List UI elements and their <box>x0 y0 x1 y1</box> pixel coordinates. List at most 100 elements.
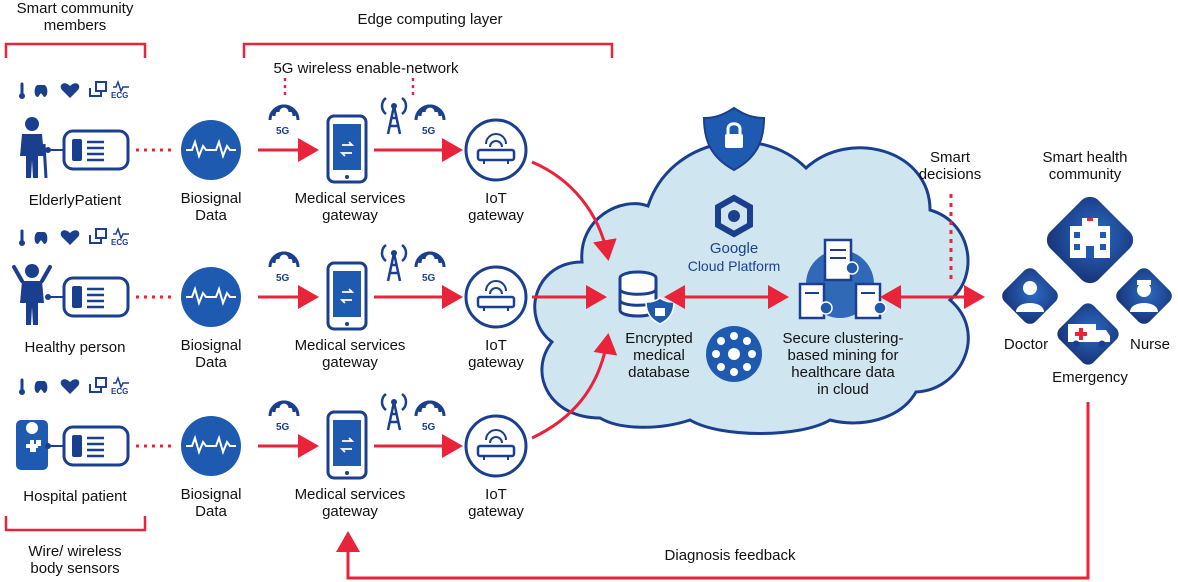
sensor-icons-row-1: ECG <box>19 79 129 100</box>
ecg-icon: ECG <box>111 387 128 396</box>
biosignal-icon-row-2 <box>181 267 241 327</box>
five-g-label: 5G <box>276 422 290 433</box>
iot-label-row-2-line2: gateway <box>468 354 524 371</box>
cell-tower-icon <box>380 97 408 135</box>
hospital-patient-icon <box>16 420 64 470</box>
medical-gateway-phone-icon <box>326 410 368 480</box>
biosignal-label-row-1-line1: Biosignal <box>180 190 242 207</box>
five-g-label: 5G <box>276 126 290 137</box>
patient-label-row-3-line1: Hospital patient <box>23 488 127 505</box>
cloud-platform-label: Cloud Platform <box>687 258 781 274</box>
biosignal-icon-row-1 <box>181 120 241 180</box>
patient-label-row-1-line1: ElderlyPatient <box>28 192 122 209</box>
five-g-label: 5G <box>422 273 436 284</box>
iot-label-row-2-line1: IoT <box>485 337 507 354</box>
iot-label-row-1-line1: IoT <box>485 190 507 207</box>
sensors-bracket-bottom <box>4 516 147 532</box>
5g-signal-icon: 5G <box>268 251 300 284</box>
nurse-label: Nurse <box>1129 336 1170 353</box>
medical-gateway-phone-icon <box>326 114 368 184</box>
patient-label-row-3: Hospital patient <box>0 488 150 505</box>
encrypted-line2: medical <box>633 347 685 364</box>
smart-community-line2: members <box>43 17 107 34</box>
sensors-line1: Wire/ wireless <box>28 543 122 560</box>
cell-tower-icon <box>380 244 408 282</box>
iot-router-icon <box>464 265 528 329</box>
5g-signal-icon: 5G <box>414 400 446 433</box>
mining-line3: healthcare data <box>791 364 895 381</box>
patient-label-row-2: Healthy person <box>0 339 150 356</box>
iot-label-row-3-line2: gateway <box>468 503 524 520</box>
sensor-card-row-2 <box>62 276 130 318</box>
sensors-line2: body sensors <box>30 560 120 577</box>
smart-decisions-line2: decisions <box>918 166 982 183</box>
smart-decisions-line1: Smart <box>929 149 970 166</box>
biosignal-label-row-2-line2: Data <box>195 354 227 371</box>
smart-health-line2: community <box>1048 166 1122 183</box>
cluster-network-icon <box>706 326 762 382</box>
medical-gateway-phone-icon <box>326 261 368 331</box>
iot-label-row-3-line1: IoT <box>485 486 507 503</box>
members-bracket-top <box>4 42 147 58</box>
gateway-label-row-3-line2: gateway <box>322 503 378 520</box>
patient-label-row-1: ElderlyPatient <box>0 192 150 209</box>
hospital-tile-icon <box>1046 196 1134 284</box>
iot-router-icon <box>464 118 528 182</box>
smart-community-line1: Smart community <box>16 0 134 17</box>
smart-health-line1: Smart health <box>1042 149 1128 166</box>
biosignal-label-row-1-line2: Data <box>195 207 227 224</box>
google-cloud-logo-icon <box>715 194 753 238</box>
sensor-icons-row-3: ECG <box>19 375 129 396</box>
encrypted-db-label: Encrypted medical database <box>604 330 714 381</box>
mining-line1: Secure clustering- <box>782 330 904 347</box>
diagnosis-feedback-arrow <box>336 402 1090 580</box>
smart-decisions-label: Smart decisions <box>910 149 990 183</box>
gateway-label-row-2-line1: Medical services <box>294 337 406 354</box>
secure-mining-label: Secure clustering- based mining for heal… <box>768 330 918 398</box>
wire-wireless-sensors-label: Wire/ wireless body sensors <box>0 543 150 577</box>
cell-tower-icon <box>380 393 408 431</box>
ecg-icon: ECG <box>111 238 128 247</box>
biosignal-icon-row-3 <box>181 416 241 476</box>
5g-signal-icon: 5G <box>268 104 300 137</box>
sensor-card-row-1 <box>62 129 130 171</box>
cloud-lock-shield-icon <box>702 106 766 172</box>
diagnosis-feedback-label: Diagnosis feedback <box>664 547 796 564</box>
gateway-label-row-3-line1: Medical services <box>294 486 406 503</box>
5g-signal-icon: 5G <box>268 400 300 433</box>
gateway-label-row-2-line2: gateway <box>322 354 378 371</box>
sensor-icons-row-2: ECG <box>19 226 129 247</box>
doctor-label: Doctor <box>1003 336 1049 353</box>
mining-line4: in cloud <box>817 381 869 398</box>
elderly-patient-icon <box>20 117 64 179</box>
gateway-label-row-1-line1: Medical services <box>294 190 406 207</box>
ambulance-tile-icon <box>1057 303 1119 365</box>
biosignal-label-row-3-line1: Biosignal <box>180 486 242 503</box>
biosignal-label-row-3-line2: Data <box>195 503 227 520</box>
mining-line2: based mining for <box>787 347 899 364</box>
nurse-tile-icon <box>1116 268 1172 324</box>
edge-computing-layer-label: Edge computing layer <box>357 11 503 28</box>
biosignal-label-row-2-line1: Biosignal <box>180 337 242 354</box>
five-g-label: 5G <box>422 422 436 433</box>
smart-community-members-label: Smart community members <box>0 0 150 34</box>
emergency-label: Emergency <box>1052 369 1128 386</box>
doctor-tile-icon <box>1002 268 1058 324</box>
secure-servers-icon <box>798 238 887 320</box>
ecg-icon: ECG <box>111 91 128 100</box>
iot1-cloud-arrow <box>531 160 617 261</box>
iot3-cloud-arrow <box>531 333 618 440</box>
patient-label-row-2-line1: Healthy person <box>24 339 126 356</box>
iot-router-icon <box>464 414 528 478</box>
